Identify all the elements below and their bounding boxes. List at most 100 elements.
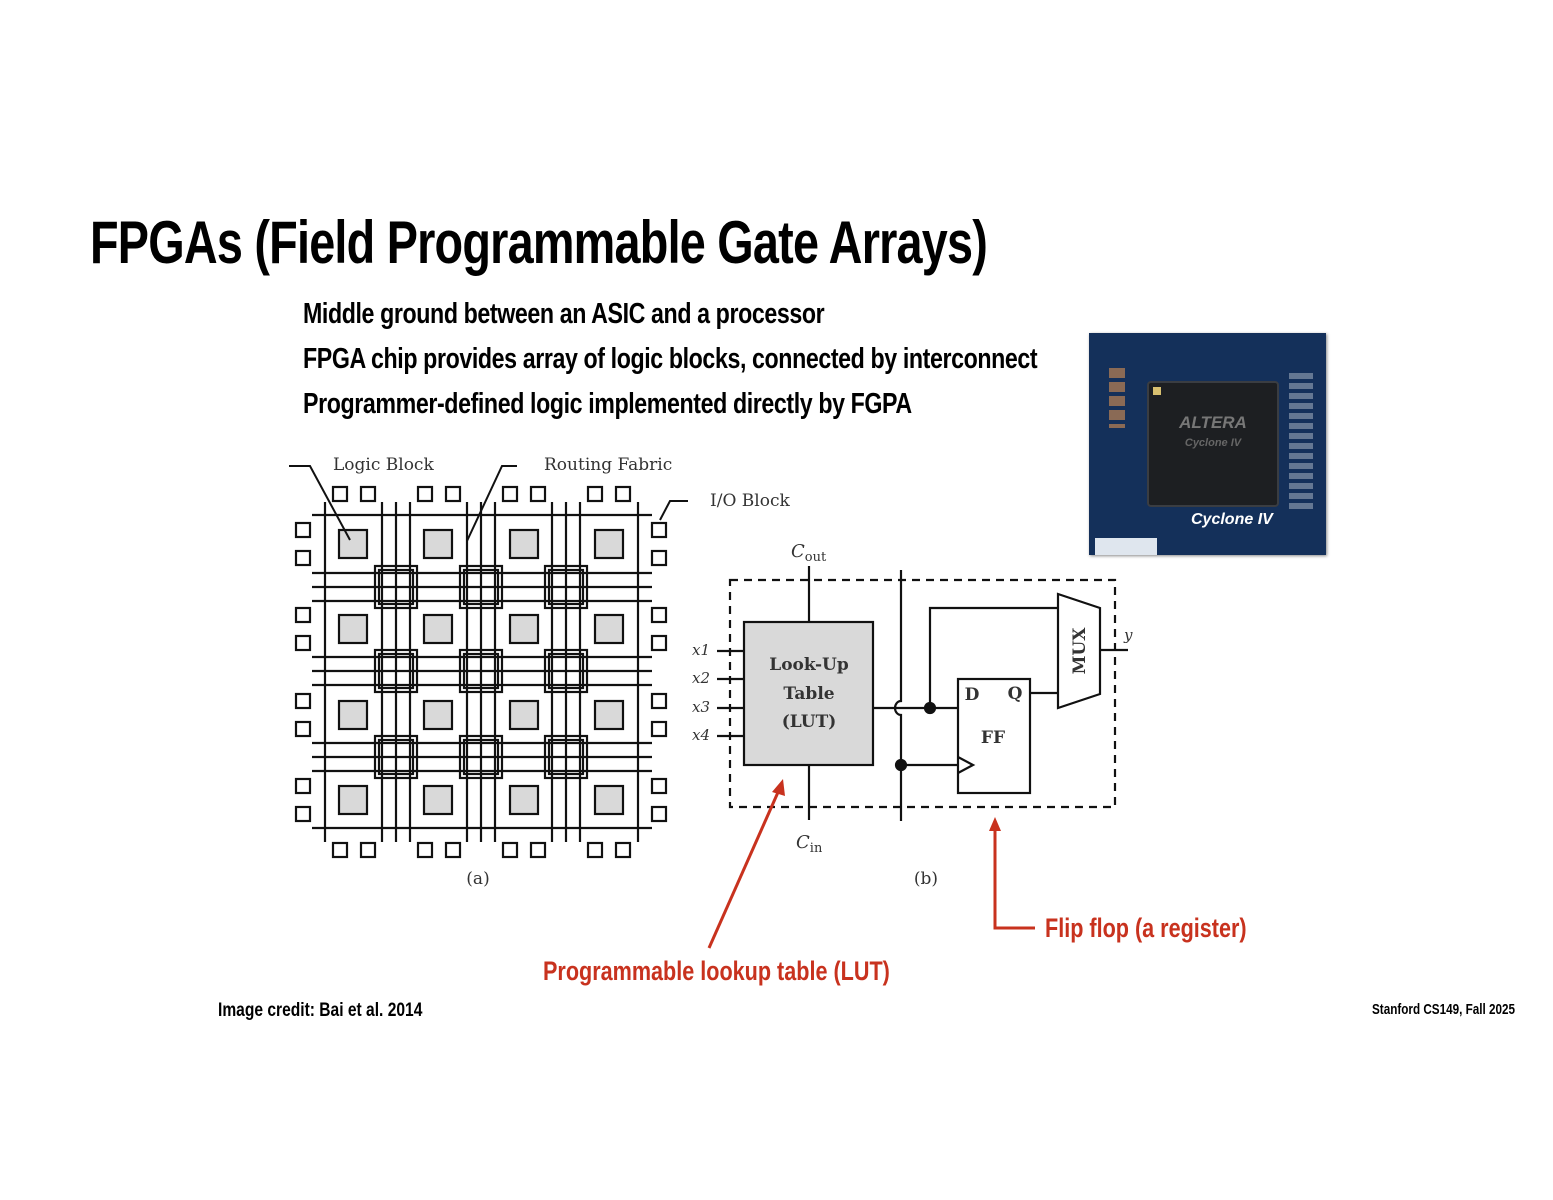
cin-label: Cin [796, 832, 823, 856]
logic-block [593, 699, 625, 731]
io-block-label: I/O Block [710, 491, 790, 511]
switch-box-inner [377, 652, 415, 690]
io-block [294, 634, 312, 652]
input-x2: x2 [692, 669, 710, 687]
logic-block [593, 528, 625, 560]
switch-box [543, 734, 589, 780]
flip-flop-block [956, 677, 1032, 795]
io-block [529, 485, 547, 503]
io-block [294, 720, 312, 738]
switch-box-inner [547, 568, 585, 606]
input-x4: x4 [692, 726, 710, 744]
io-block [650, 692, 668, 710]
output-y-label: y [1123, 626, 1133, 644]
logic-block [337, 613, 369, 645]
routing-fabric-leader [466, 465, 517, 542]
clock-wire [893, 570, 903, 821]
ff-label: FF [981, 728, 1005, 748]
q-label: Q [1008, 684, 1023, 704]
io-block [650, 777, 668, 795]
switch-box [373, 648, 419, 694]
bullet-1: Middle ground between an ASIC and a proc… [303, 298, 825, 330]
logic-block [508, 613, 540, 645]
logic-block [422, 784, 454, 816]
mux-label: MUX [1070, 627, 1090, 675]
cout-label: Cout [791, 541, 827, 565]
junction-dot [894, 758, 908, 772]
io-block [650, 634, 668, 652]
lut-label-2: Table [783, 684, 834, 704]
io-block [529, 841, 547, 859]
chip-brand: ALTERA [1179, 413, 1247, 432]
input-x1: x1 [692, 641, 710, 659]
io-block [614, 841, 632, 859]
logic-block [337, 528, 369, 560]
logic-block [422, 613, 454, 645]
connector [1095, 538, 1157, 555]
course-footer: Stanford CS149, Fall 2025 [1372, 1001, 1516, 1018]
io-block [294, 549, 312, 567]
switch-box [458, 648, 504, 694]
lut-label-1: Look-Up [769, 655, 849, 675]
lut-arrow [707, 789, 781, 949]
logic-block-leader [289, 465, 351, 541]
io-block [444, 841, 462, 859]
mux-block [1056, 592, 1102, 710]
bypass-wire [928, 606, 1058, 708]
io-block [444, 485, 462, 503]
flipflop-annotation: Flip flop (a register) [1045, 913, 1247, 943]
bullet-2: FPGA chip provides array of logic blocks… [303, 343, 1038, 375]
fpga-chip-photo: ALTERA Cyclone IV Cyclone IV [1089, 333, 1326, 555]
io-block [650, 805, 668, 823]
io-block [586, 485, 604, 503]
io-block [650, 606, 668, 624]
io-block [331, 485, 349, 503]
io-block [294, 805, 312, 823]
logic-block [422, 699, 454, 731]
io-block [331, 841, 349, 859]
clock-triangle [957, 756, 976, 774]
logic-block [422, 528, 454, 560]
logic-element-diagram [717, 566, 1128, 821]
pin1-marker [1153, 387, 1161, 395]
logic-block [508, 528, 540, 560]
logic-block [593, 613, 625, 645]
input-x3: x3 [692, 698, 710, 716]
io-block [359, 841, 377, 859]
io-block [650, 521, 668, 539]
io-block [416, 485, 434, 503]
io-block [501, 841, 519, 859]
switch-box [458, 564, 504, 610]
io-block [650, 720, 668, 738]
board-label: Cyclone IV [1191, 511, 1273, 528]
switch-box [373, 734, 419, 780]
io-block-leader [659, 500, 688, 521]
logic-block [337, 784, 369, 816]
caption-a: (a) [466, 869, 489, 889]
io-block [294, 777, 312, 795]
caption-b: (b) [914, 869, 938, 889]
logic-block-label: Logic Block [333, 455, 434, 475]
logic-element-boundary [728, 578, 1117, 809]
switch-box-inner [462, 738, 500, 776]
io-block [294, 692, 312, 710]
image-credit: Image credit: Bai et al. 2014 [218, 1000, 423, 1021]
fpga-array-diagram [294, 485, 668, 859]
flipflop-arrowhead [989, 817, 1001, 831]
switch-box [543, 648, 589, 694]
chip-package: ALTERA Cyclone IV [1147, 381, 1279, 507]
io-block [294, 606, 312, 624]
lut-annotation: Programmable lookup table (LUT) [543, 956, 890, 986]
switch-box-inner [547, 652, 585, 690]
io-block [650, 549, 668, 567]
io-block [416, 841, 434, 859]
d-label: D [965, 685, 980, 705]
switch-box-inner [547, 738, 585, 776]
switch-box-inner [377, 738, 415, 776]
switch-box [543, 564, 589, 610]
lut-label-3: (LUT) [782, 712, 837, 732]
logic-block [508, 699, 540, 731]
flipflop-arrow [993, 830, 1035, 930]
io-block [359, 485, 377, 503]
